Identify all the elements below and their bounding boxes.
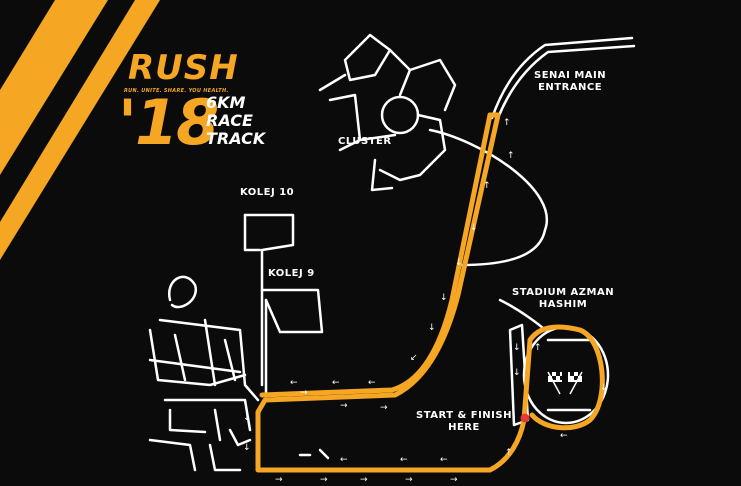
svg-text:→: → bbox=[380, 403, 388, 413]
svg-text:←: ← bbox=[368, 378, 376, 388]
svg-text:↓: ↓ bbox=[455, 258, 463, 268]
svg-text:↑: ↑ bbox=[503, 118, 511, 128]
svg-text:→: → bbox=[450, 475, 458, 485]
race-title: 6KM RACE TRACK bbox=[206, 94, 265, 148]
svg-text:→: → bbox=[405, 475, 413, 485]
checkered-flags-icon bbox=[547, 371, 583, 395]
svg-text:←: ← bbox=[560, 431, 568, 441]
svg-text:→: → bbox=[300, 388, 308, 398]
track-word: TRACK bbox=[206, 129, 266, 148]
svg-text:←: ← bbox=[440, 455, 448, 465]
svg-text:↓: ↓ bbox=[513, 343, 521, 353]
svg-text:→: → bbox=[340, 401, 348, 411]
race-distance: 6KM bbox=[206, 93, 246, 112]
kolej9-label: KOLEJ 9 bbox=[268, 268, 315, 279]
svg-text:←: ← bbox=[340, 455, 348, 465]
brand-year: '18 bbox=[118, 86, 219, 159]
svg-text:←: ← bbox=[400, 455, 408, 465]
svg-text:↑: ↑ bbox=[507, 151, 515, 161]
svg-text:↓: ↓ bbox=[600, 383, 608, 393]
svg-text:↓: ↓ bbox=[470, 223, 478, 233]
svg-text:↓: ↓ bbox=[428, 323, 436, 333]
svg-text:↑: ↑ bbox=[483, 181, 491, 191]
road-stripes bbox=[0, 0, 160, 260]
svg-text:→: → bbox=[320, 475, 328, 485]
direction-arrow-icon: ↑ ↑ ↑ ↓ ↓ ↓ ↓ ↙ ← ← ← → → → ↓ ↓ → → → → → ← ← ← ↑ ↓ ↓ ↑ ↓ ← bbox=[243, 118, 608, 485]
svg-text:↓: ↓ bbox=[243, 413, 251, 423]
race-route bbox=[255, 112, 605, 473]
svg-text:↙: ↙ bbox=[410, 353, 418, 363]
start-finish-marker bbox=[520, 413, 530, 423]
svg-text:↓: ↓ bbox=[243, 443, 251, 453]
svg-text:→: → bbox=[360, 475, 368, 485]
svg-text:↓: ↓ bbox=[513, 368, 521, 378]
svg-text:←: ← bbox=[332, 378, 340, 388]
cluster-label: CLUSTER bbox=[338, 136, 392, 147]
road-network bbox=[148, 33, 636, 472]
svg-text:↑: ↑ bbox=[505, 448, 513, 458]
kolej10-label: KOLEJ 10 bbox=[240, 187, 295, 198]
svg-text:→: → bbox=[275, 475, 283, 485]
svg-text:↓: ↓ bbox=[440, 293, 448, 303]
brand-tagline: RUN. UNITE. SHARE. YOU HEALTH. bbox=[124, 88, 229, 94]
race-word: RACE bbox=[206, 111, 253, 130]
svg-text:↑: ↑ bbox=[534, 343, 542, 353]
brand-name: RUSH bbox=[128, 48, 239, 88]
svg-text:←: ← bbox=[290, 378, 298, 388]
